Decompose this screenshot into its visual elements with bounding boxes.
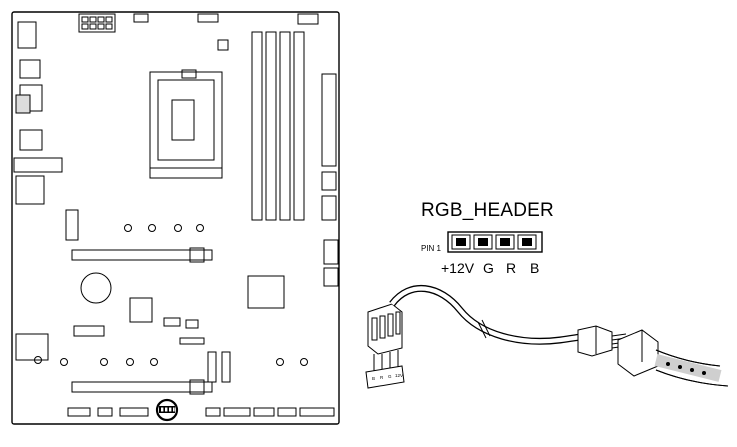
cable-pin-label-2: R	[380, 375, 384, 380]
m2-connector	[221, 351, 231, 383]
inline-connector	[577, 325, 627, 357]
cpu-socket	[149, 71, 223, 169]
cpu-socket-inner	[157, 79, 215, 161]
motherboard	[11, 11, 340, 425]
sata-block	[321, 195, 337, 221]
small-header	[179, 337, 205, 345]
pin-label-g: G	[483, 260, 494, 276]
pin-1	[451, 234, 471, 250]
bottom-headers	[67, 407, 335, 417]
small-chip	[163, 317, 181, 327]
pin-label-b: B	[530, 260, 540, 276]
led-strip-connector	[617, 329, 659, 377]
pcie-slot-1	[71, 249, 213, 261]
io-block	[15, 94, 31, 114]
pcie-slot-2	[71, 381, 213, 393]
io-block	[17, 21, 37, 49]
board-outline	[11, 11, 340, 425]
small-component	[217, 39, 229, 51]
pin-3	[495, 234, 515, 250]
led-strip	[654, 349, 729, 387]
io-block	[19, 129, 43, 151]
cpu-socket-core	[171, 99, 195, 141]
small-chip	[185, 319, 199, 329]
rgb-header-title: RGB_HEADER	[421, 200, 554, 221]
chipset	[247, 275, 285, 309]
socket-latch	[181, 69, 197, 79]
small-header	[297, 13, 319, 25]
cable-wire-inner	[390, 286, 591, 344]
board-rgb-header-highlight	[155, 398, 179, 422]
small-header	[197, 13, 219, 23]
pin-label-12v: +12V	[441, 260, 475, 276]
small-chip	[129, 297, 153, 323]
pin-label-r: R	[506, 260, 517, 276]
io-block	[15, 175, 45, 205]
cpu-power-pins	[81, 16, 113, 30]
io-block	[19, 59, 41, 79]
cable-pin-label-1: B	[372, 376, 375, 381]
pcie-latch	[189, 379, 205, 395]
m2-connector	[65, 209, 79, 241]
pin-1-label: PIN 1	[421, 244, 442, 253]
cable-break	[477, 319, 491, 339]
audio-block	[15, 333, 49, 361]
cmos-battery	[80, 272, 112, 304]
pcie-latch	[189, 247, 205, 263]
small-header	[321, 171, 337, 191]
pin-4	[517, 234, 537, 250]
cable-header-base	[365, 350, 405, 389]
cpu-power-header	[78, 13, 116, 33]
cable-pin-label-4: 12V	[395, 373, 403, 378]
mounting-holes	[34, 224, 308, 366]
small-header	[133, 13, 149, 23]
socket-lever	[149, 167, 223, 179]
small-chip	[73, 325, 105, 337]
cable-pin-labels: B R G 12V	[372, 373, 403, 381]
sata-block	[323, 239, 339, 265]
io-block	[13, 157, 63, 173]
sata-block	[323, 267, 339, 287]
cable-pin-label-3: G	[388, 374, 392, 379]
pin-2	[473, 234, 493, 250]
rgb-header-pins	[447, 231, 543, 253]
dimm-slots	[251, 31, 305, 221]
atx-power-header	[321, 73, 337, 167]
m2-connector	[207, 351, 217, 383]
cable-illustration	[365, 285, 729, 389]
cable-plug	[367, 303, 403, 355]
